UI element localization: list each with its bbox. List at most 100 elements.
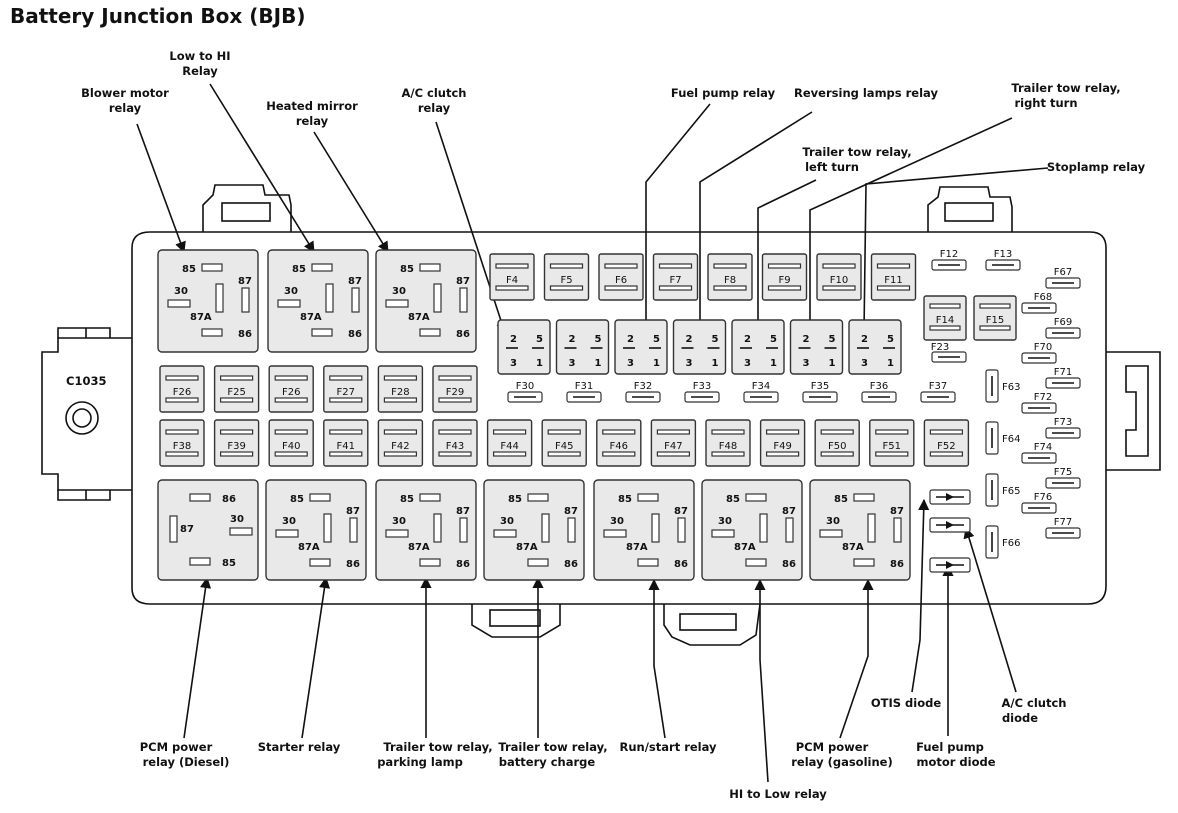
fuse-label: F25 [227,387,245,398]
terminal-slot [385,529,409,538]
pin-label: 85 [292,264,306,275]
fuse-label: F23 [931,342,949,353]
fuse-f11: F11 [870,253,917,301]
fuse-label: F73 [1054,417,1072,428]
fuse-label: F8 [724,275,736,286]
fuse-label: F49 [773,441,791,452]
fuse-label: F4 [506,275,518,286]
pin-label: 87A [842,542,864,553]
pin-label: 87 [456,276,470,287]
fuse-f28: F28 [377,365,424,413]
terminal-slot [351,287,360,313]
fuse-f38: F38 [159,419,205,467]
pin-label: 85 [400,494,414,505]
pin-label: 85 [182,264,196,275]
pin-label: 5 [653,334,660,345]
pin-label: 86 [456,559,470,570]
fuse-label: F38 [173,441,191,452]
pin-label: 86 [890,559,904,570]
fuse-label: F50 [828,441,846,452]
fuse-label: F15 [986,315,1004,326]
terminal-slot [527,558,549,567]
terminal-slot [189,557,211,566]
terminal-slot [241,287,250,313]
pin-label: 5 [770,334,777,345]
fuse-f7: F7 [652,253,699,301]
fuse-f30: F30 [507,381,543,403]
terminal-slot [311,263,333,272]
fuse-f8: F8 [707,253,753,301]
fuse-f4: F4 [489,253,535,301]
pin-label: 87 [564,506,578,517]
fuse-label: F71 [1054,367,1072,378]
pin-label: 1 [887,358,894,369]
fuse-f23: F23 [931,342,967,363]
fuse-label: F69 [1054,317,1072,328]
fuse-f51: F51 [869,419,915,467]
fuse-f76: F76 [1021,492,1057,514]
pin-label: 30 [610,516,624,527]
fuse-label: F14 [936,315,954,326]
pin-label: 2 [627,334,634,345]
terminal-slot [275,529,299,538]
fuse-f49: F49 [759,419,806,467]
pin-label: 3 [861,358,868,369]
pin-label: 30 [284,286,298,297]
fuse-f75: F75 [1045,467,1081,489]
label-reversing-lamps-relay: Reversing lamps relay [794,86,938,100]
pin-label: 86 [782,559,796,570]
pin-label: 87 [238,276,252,287]
terminal-slot [759,513,768,543]
label-otis-diode: OTIS diode [871,696,941,710]
fuse-label: F10 [830,275,848,286]
label-trailer-tow-battery-charge: Trailer tow relay,battery charge [498,740,607,769]
pin-label: 3 [510,358,517,369]
fuse-label: F34 [752,381,770,392]
connector-label: C1035 [66,374,106,388]
fuse-label: F36 [870,381,888,392]
fuse-f27: F27 [323,365,369,413]
pin-label: 5 [829,334,836,345]
fuse-label: F43 [446,441,464,452]
pin-label: 1 [712,358,719,369]
fuse-label: F64 [1002,434,1020,445]
pin-label: 5 [595,334,602,345]
fuse-f70: F70 [1021,342,1057,364]
pin-label: 87A [408,312,430,323]
fuse-label: F39 [227,441,245,452]
fuse-label: F9 [778,275,790,286]
housing [41,184,1161,646]
label-run-start-relay: Run/start relay [619,740,717,754]
pin-label: 87 [782,506,796,517]
fuse-f68: F68 [1021,292,1057,314]
fuse-label: F41 [337,441,355,452]
terminal-slot [459,287,468,313]
terminal-slot [637,493,659,502]
pin-label: 87A [516,542,538,553]
fuse-f36: F36 [861,381,897,403]
terminal-slot [385,299,409,308]
pin-label: 86 [348,329,362,340]
pin-label: 2 [861,334,868,345]
terminal-slot [311,328,333,337]
fuse-label: F65 [1002,486,1020,497]
fuse-label: F11 [884,275,902,286]
fuse-label: F48 [719,441,737,452]
fuse-f47: F47 [650,419,697,467]
fuse-label: F76 [1034,492,1052,503]
fuse-label: F67 [1054,267,1072,278]
fuse-f74: F74 [1021,442,1057,464]
